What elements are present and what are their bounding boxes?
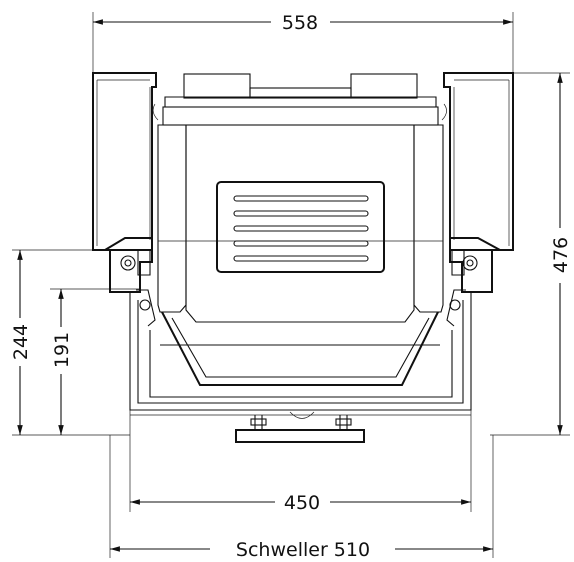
seat-cross-section <box>92 72 514 443</box>
dim-label-schweller-510: Schweller 510 <box>236 539 370 561</box>
inner-cavity <box>185 124 415 323</box>
dim-label-450: 450 <box>284 492 320 514</box>
base-frame <box>129 292 472 416</box>
right-insulation-wall <box>413 124 444 313</box>
right-bolster <box>443 72 514 251</box>
left-mount-bracket <box>93 237 156 327</box>
top-insulation <box>162 106 439 126</box>
dim-inner-width: 450 <box>129 410 472 514</box>
right-mount-bracket <box>446 237 513 327</box>
lower-shell <box>161 311 439 386</box>
dim-overall-height: 476 <box>490 72 572 436</box>
dim-overall-width: 558 <box>92 12 514 72</box>
dim-label-191: 191 <box>51 332 73 368</box>
dim-height-191: 191 <box>50 288 140 435</box>
vent-panel <box>216 181 385 273</box>
dim-label-244: 244 <box>10 324 32 360</box>
top-clamps <box>152 73 447 121</box>
dim-label-476: 476 <box>550 237 572 273</box>
dim-sill-width: Schweller 510 <box>109 435 494 561</box>
left-bolster <box>92 72 157 251</box>
dim-label-558: 558 <box>282 12 318 34</box>
bottom-rail <box>235 411 365 443</box>
left-insulation-wall <box>157 124 187 313</box>
